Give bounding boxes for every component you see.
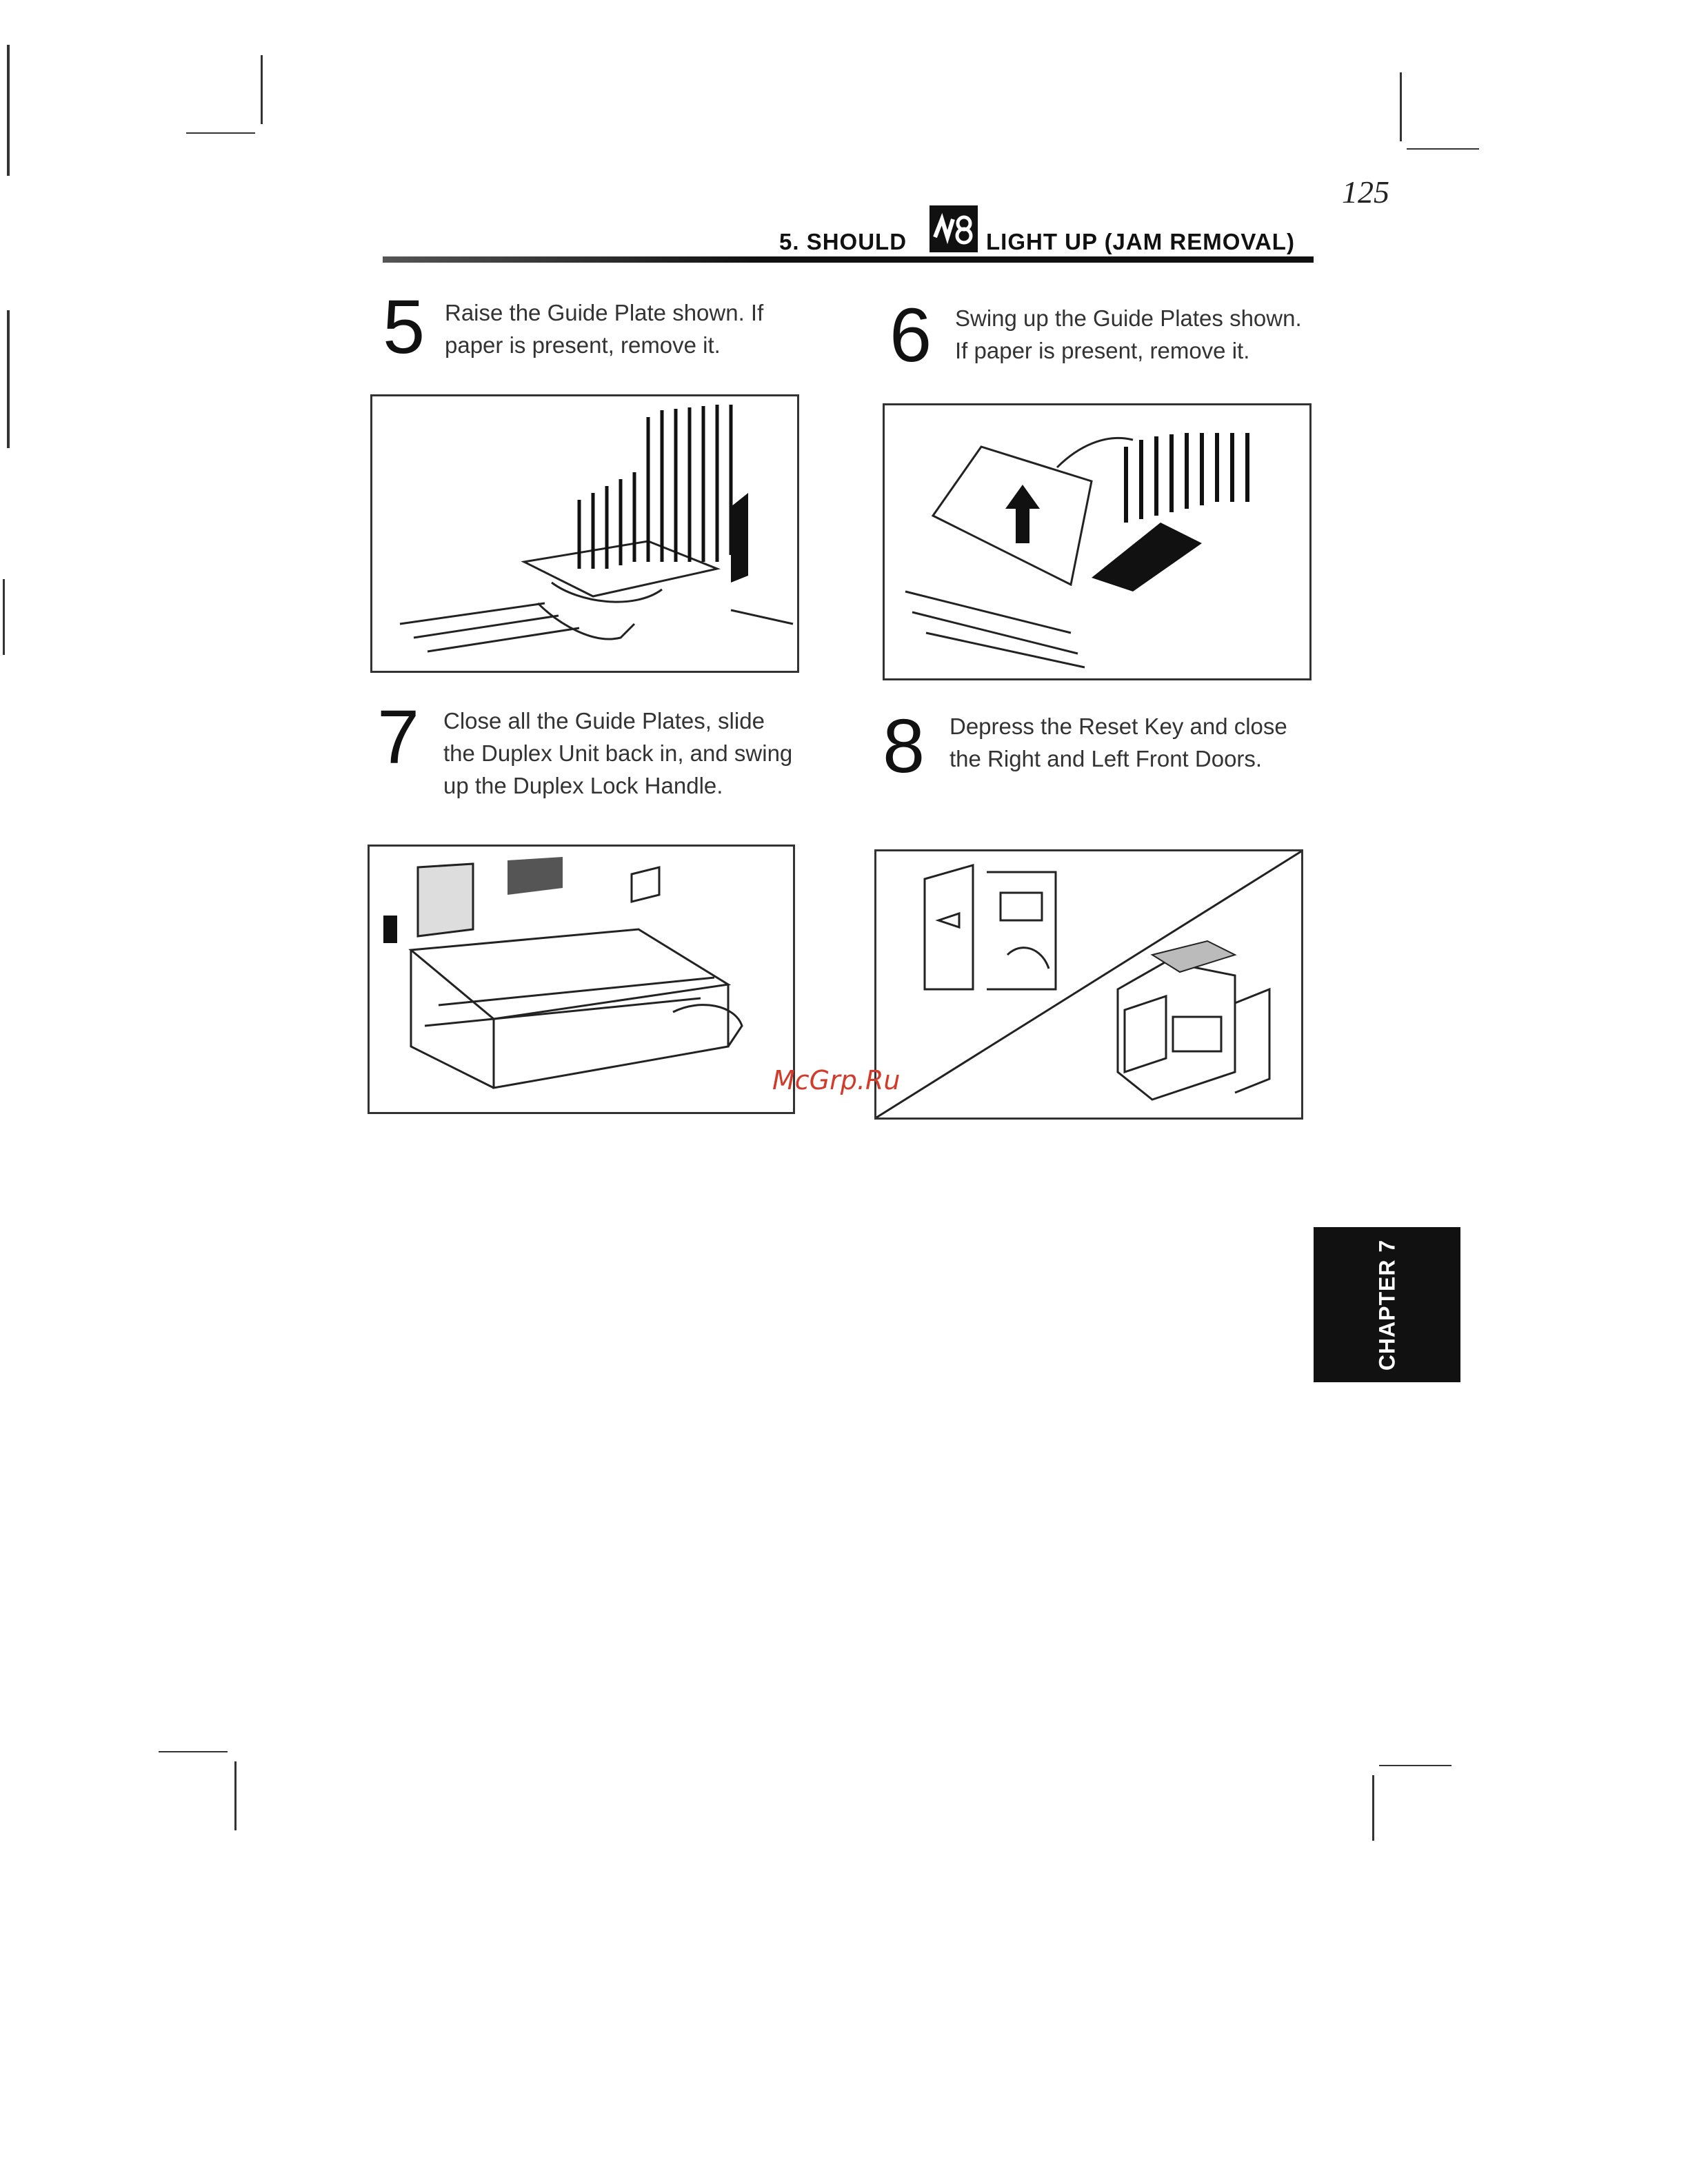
step-instruction: Swing up the Guide Plates shown. If pape… [955,305,1302,363]
chapter-label: CHAPTER 7 [1374,1239,1399,1371]
step-number: 8 [883,704,925,789]
step-number: 5 [383,285,425,370]
crop-mark [159,1751,228,1752]
duplex-unit-drawing [383,857,743,1089]
crop-mark [234,1761,237,1830]
header-rule [383,256,1314,263]
step-number: 7 [377,695,420,780]
crop-mark [1407,148,1479,150]
misfeed-indicator-icon [930,205,978,252]
chapter-tab: CHAPTER 7 [1314,1227,1460,1382]
step-instruction: Raise the Guide Plate shown. If paper is… [445,300,764,358]
crop-mark [1379,1765,1451,1766]
step-illustration-guide-plates [883,403,1312,680]
guide-plates-drawing [905,433,1249,669]
step-instruction: Depress the Reset Key and close the Righ… [950,714,1287,771]
crop-mark [186,132,255,134]
crop-mark [1372,1775,1374,1841]
crop-mark [7,45,10,176]
crop-mark [261,55,263,124]
step-illustration-guide-plate [370,394,799,673]
step-instruction: Close all the Guide Plates, slide the Du… [443,708,793,798]
page-number: 125 [1342,174,1389,210]
watermark-text: McGrp.Ru [772,1065,901,1095]
guide-plate-drawing [399,405,794,653]
section-title-prefix: 5. SHOULD [779,229,907,254]
section-header: 5. SHOULD LIGHT UP (JAM REMOVAL) [758,205,1310,265]
crop-mark [3,579,5,655]
step-number: 6 [890,293,932,378]
section-title-suffix: LIGHT UP (JAM REMOVAL) [986,229,1295,254]
front-doors-drawing [876,851,1301,1118]
step-illustration-duplex-unit [368,845,795,1114]
crop-mark [7,310,10,448]
crop-mark [1400,72,1402,141]
step-illustration-front-doors [874,849,1303,1120]
